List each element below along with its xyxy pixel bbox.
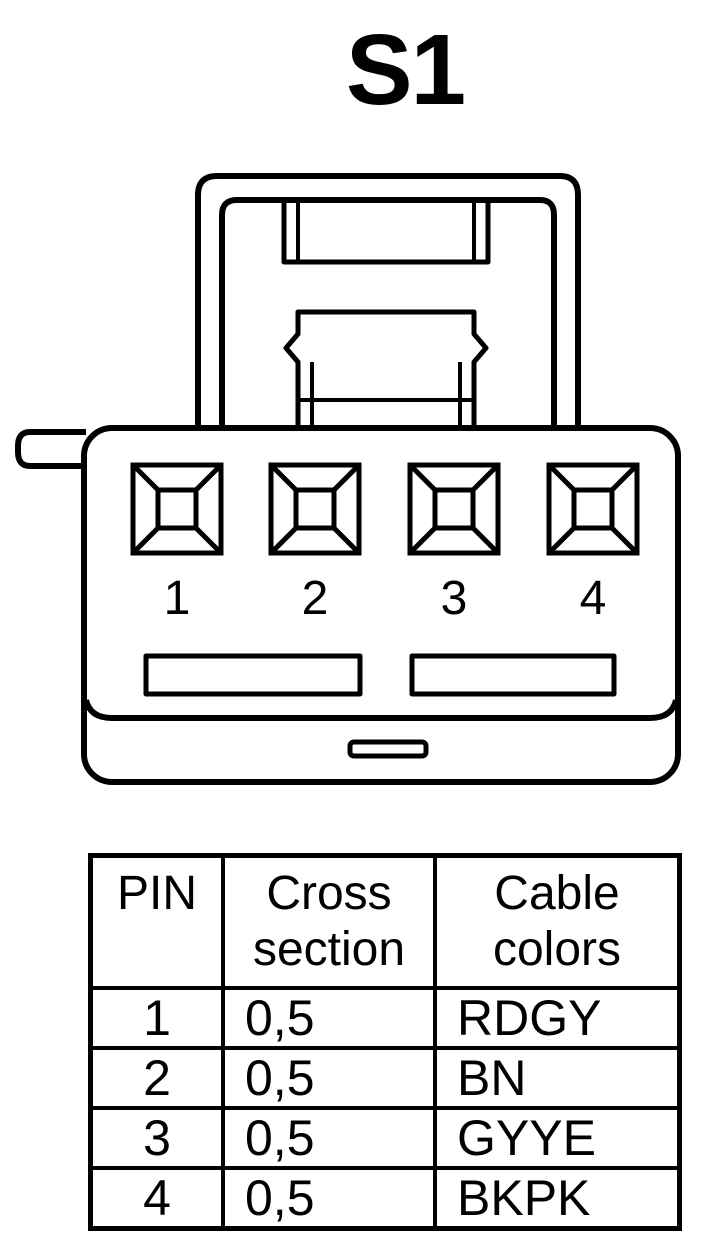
- latch-outer-frame: [195, 173, 581, 440]
- cell-cable-color: BN: [433, 1046, 682, 1110]
- header-pin: PIN: [88, 853, 225, 990]
- table-row: 1 0,5 RDGY: [88, 986, 682, 1050]
- latch-tongue: [281, 200, 491, 265]
- cell-pin: 3: [88, 1106, 225, 1170]
- side-tab: [15, 429, 86, 469]
- pin-cavity-2: [268, 462, 362, 556]
- cell-cross-section: 0,5: [221, 986, 437, 1050]
- latch-lug: [283, 309, 489, 440]
- pin-number-3: 3: [441, 572, 468, 625]
- pin-cavity-4: [546, 462, 640, 556]
- cell-cross-section: 0,5: [221, 1166, 437, 1231]
- pin-assignment-table: PIN Cross section Cable colors 1 0,5 RDG…: [88, 853, 682, 1231]
- pin-cavity-3: [407, 462, 501, 556]
- pin-number-4: 4: [580, 572, 607, 625]
- header-cross-section: Cross section: [221, 853, 437, 990]
- table-row: 4 0,5 BKPK: [88, 1166, 682, 1231]
- cell-cable-color: BKPK: [433, 1166, 682, 1231]
- cell-cable-color: GYYE: [433, 1106, 682, 1170]
- cell-cross-section: 0,5: [221, 1046, 437, 1110]
- cell-pin: 4: [88, 1166, 225, 1231]
- header-cable-colors: Cable colors: [433, 853, 682, 990]
- cell-pin: 1: [88, 986, 225, 1050]
- pin-number-2: 2: [302, 572, 329, 625]
- connector-diagram: 1 2 3 4: [15, 173, 681, 785]
- pin-cavity-1: [130, 462, 224, 556]
- housing-step-line: [83, 699, 679, 721]
- connector-title: S1: [345, 14, 466, 126]
- pin-number-1: 1: [164, 572, 191, 625]
- latch-inner-frame: [219, 197, 557, 440]
- table-row: 3 0,5 GYYE: [88, 1106, 682, 1170]
- key-slot: [347, 739, 429, 759]
- lower-slot-right: [409, 653, 617, 697]
- table-header-row: PIN Cross section Cable colors: [88, 853, 682, 990]
- lower-slot-left: [143, 653, 363, 697]
- table-row: 2 0,5 BN: [88, 1046, 682, 1110]
- cell-cross-section: 0,5: [221, 1106, 437, 1170]
- cell-cable-color: RDGY: [433, 986, 682, 1050]
- cell-pin: 2: [88, 1046, 225, 1110]
